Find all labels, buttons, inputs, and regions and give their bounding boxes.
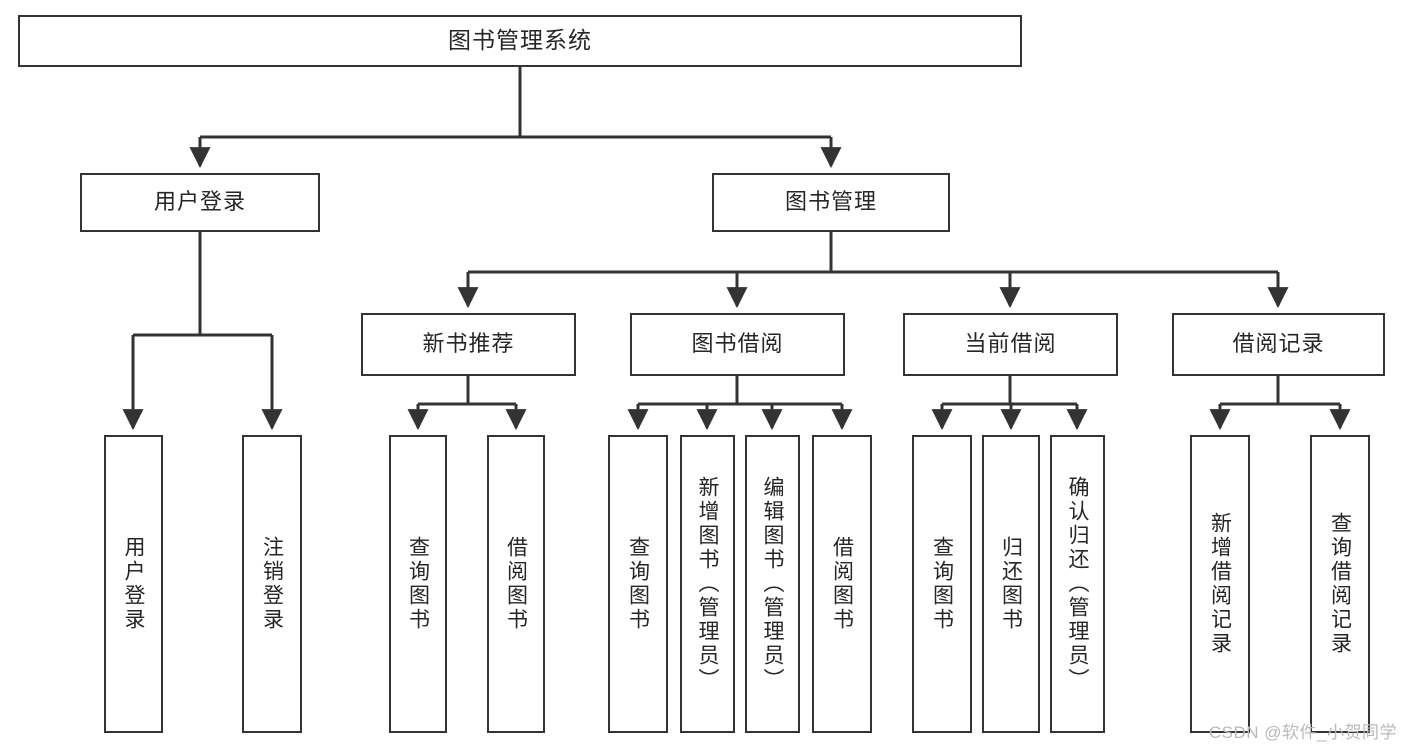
leaf-logout[interactable]: 注销登录 — [242, 435, 302, 733]
node-book-management[interactable]: 图书管理 — [712, 173, 950, 232]
leaf-query-books-current[interactable]: 查询图书 — [912, 435, 972, 733]
leaf-edit-book-admin[interactable]: 编辑图书（管理员） — [745, 435, 800, 733]
node-borrow-records[interactable]: 借阅记录 — [1172, 313, 1385, 376]
leaf-confirm-return-admin[interactable]: 确认归还（管理员） — [1050, 435, 1105, 733]
leaf-add-borrow-record[interactable]: 新增借阅记录 — [1190, 435, 1250, 733]
leaf-query-borrow-record[interactable]: 查询借阅记录 — [1310, 435, 1370, 733]
leaf-user-login[interactable]: 用户登录 — [104, 435, 163, 733]
leaf-borrow-books-newbook[interactable]: 借阅图书 — [487, 435, 545, 733]
node-user-login[interactable]: 用户登录 — [80, 173, 320, 232]
leaf-add-book-admin[interactable]: 新增图书（管理员） — [680, 435, 735, 733]
watermark-text: CSDN @软件_小贺同学 — [1208, 723, 1397, 742]
leaf-return-books[interactable]: 归还图书 — [982, 435, 1040, 733]
leaf-query-books-borrow[interactable]: 查询图书 — [608, 435, 668, 733]
leaf-query-books-newbook[interactable]: 查询图书 — [389, 435, 447, 733]
node-new-book-recommend[interactable]: 新书推荐 — [361, 313, 576, 376]
leaf-borrow-books-borrow[interactable]: 借阅图书 — [812, 435, 872, 733]
node-book-borrow[interactable]: 图书借阅 — [630, 313, 845, 376]
node-root[interactable]: 图书管理系统 — [18, 15, 1022, 67]
node-current-borrow[interactable]: 当前借阅 — [903, 313, 1118, 376]
